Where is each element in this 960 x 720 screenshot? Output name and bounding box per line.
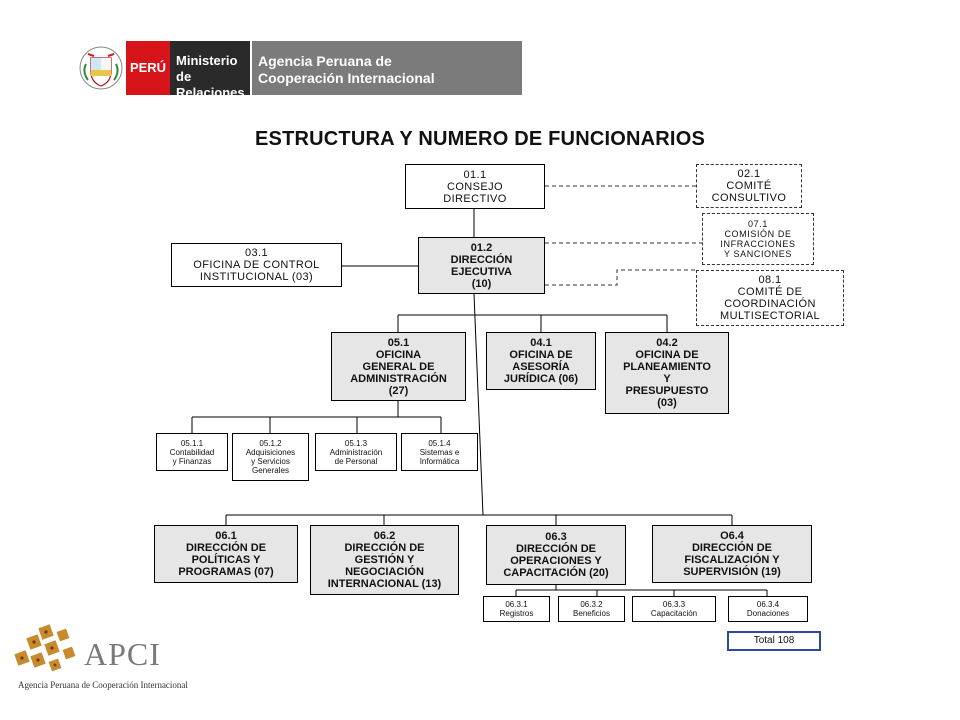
box-06-3-3-capacitacion: 06.3.3 Capacitación: [632, 596, 716, 622]
box-05-1-3-administracion-personal: 05.1.3 Administración de Personal: [315, 433, 397, 471]
peru-coat-of-arms-icon: [79, 46, 123, 90]
page-title: ESTRUCTURA Y NUMERO DE FUNCIONARIOS: [255, 128, 705, 150]
box-06-2-gestion-negociacion: 06.2 DIRECCIÓN DE GESTIÓN Y NEGOCIACIÓN …: [310, 525, 459, 595]
total-badge: Total 108: [727, 631, 821, 651]
peru-label: PERÚ: [126, 41, 170, 95]
ministry-name: Ministerio de Relaciones Exteriores: [176, 53, 245, 116]
box-06-3-operaciones-capacitacion: 06.3 DIRECCIÓN DE OPERACIONES Y CAPACITA…: [486, 525, 626, 585]
box-03-1-oficina-control: 03.1 OFICINA DE CONTROL INSTITUCIONAL (0…: [171, 243, 342, 287]
box-06-3-1-registros: 06.3.1 Registros: [483, 596, 550, 622]
box-06-1-politicas-programas: 06.1 DIRECCIÓN DE POLÍTICAS Y PROGRAMAS …: [154, 525, 298, 583]
box-05-1-4-sistemas-informatica: 05.1.4 Sistemas e Informática: [401, 433, 478, 471]
box-05-1-2-adquisiciones: 05.1.2 Adquisiciones y Servicios General…: [232, 433, 309, 481]
apci-tagline: Agencia Peruana de Cooperación Internaci…: [18, 680, 188, 690]
box-06-3-2-beneficios: 06.3.2 Beneficios: [558, 596, 625, 622]
box-02-1-comite-consultivo: 02.1 COMITÉ CONSULTIVO: [696, 164, 802, 208]
box-07-1-comision-infracciones: 07.1 COMISIÓN DE INFRACCIONES Y SANCIONE…: [702, 213, 814, 265]
box-08-1-comite-coordinacion: 08.1 COMITÉ DE COORDINACIÓN MULTISECTORI…: [696, 270, 844, 326]
agency-name: Agencia Peruana de Cooperación Internaci…: [258, 53, 435, 86]
apci-wordmark: APCI: [84, 636, 161, 672]
box-06-4-fiscalizacion-supervision: O6.4 DIRECCIÓN DE FISCALIZACIÓN Y SUPERV…: [652, 525, 812, 583]
box-06-3-4-donaciones: 06.3.4 Donaciones: [728, 596, 808, 622]
apci-logo-icon: [14, 624, 76, 672]
box-01-2-direccion-ejecutiva: 01.2 DIRECCIÓN EJECUTIVA (10): [418, 237, 545, 294]
apci-logo: APCI Agencia Peruana de Cooperación Inte…: [12, 622, 188, 694]
ministry-band: PERÚ Ministerio de Relaciones Exteriores: [126, 41, 250, 116]
box-05-1-oficina-general-administracion: 05.1 OFICINA GENERAL DE ADMINISTRACIÓN (…: [331, 332, 466, 401]
header-banner: PERÚ Ministerio de Relaciones Exteriores…: [78, 40, 522, 116]
box-01-1-consejo-directivo: 01.1 CONSEJO DIRECTIVO: [405, 164, 545, 209]
box-04-1-asesoria-juridica: 04.1 OFICINA DE ASESORÍA JURÍDICA (06): [486, 332, 596, 390]
box-05-1-1-contabilidad: 05.1.1 Contabilidad y Finanzas: [156, 433, 228, 471]
box-04-2-planeamiento-presupuesto: 04.2 OFICINA DE PLANEAMIENTO Y PRESUPUES…: [605, 332, 729, 414]
agency-band: Agencia Peruana de Cooperación Internaci…: [252, 41, 522, 95]
